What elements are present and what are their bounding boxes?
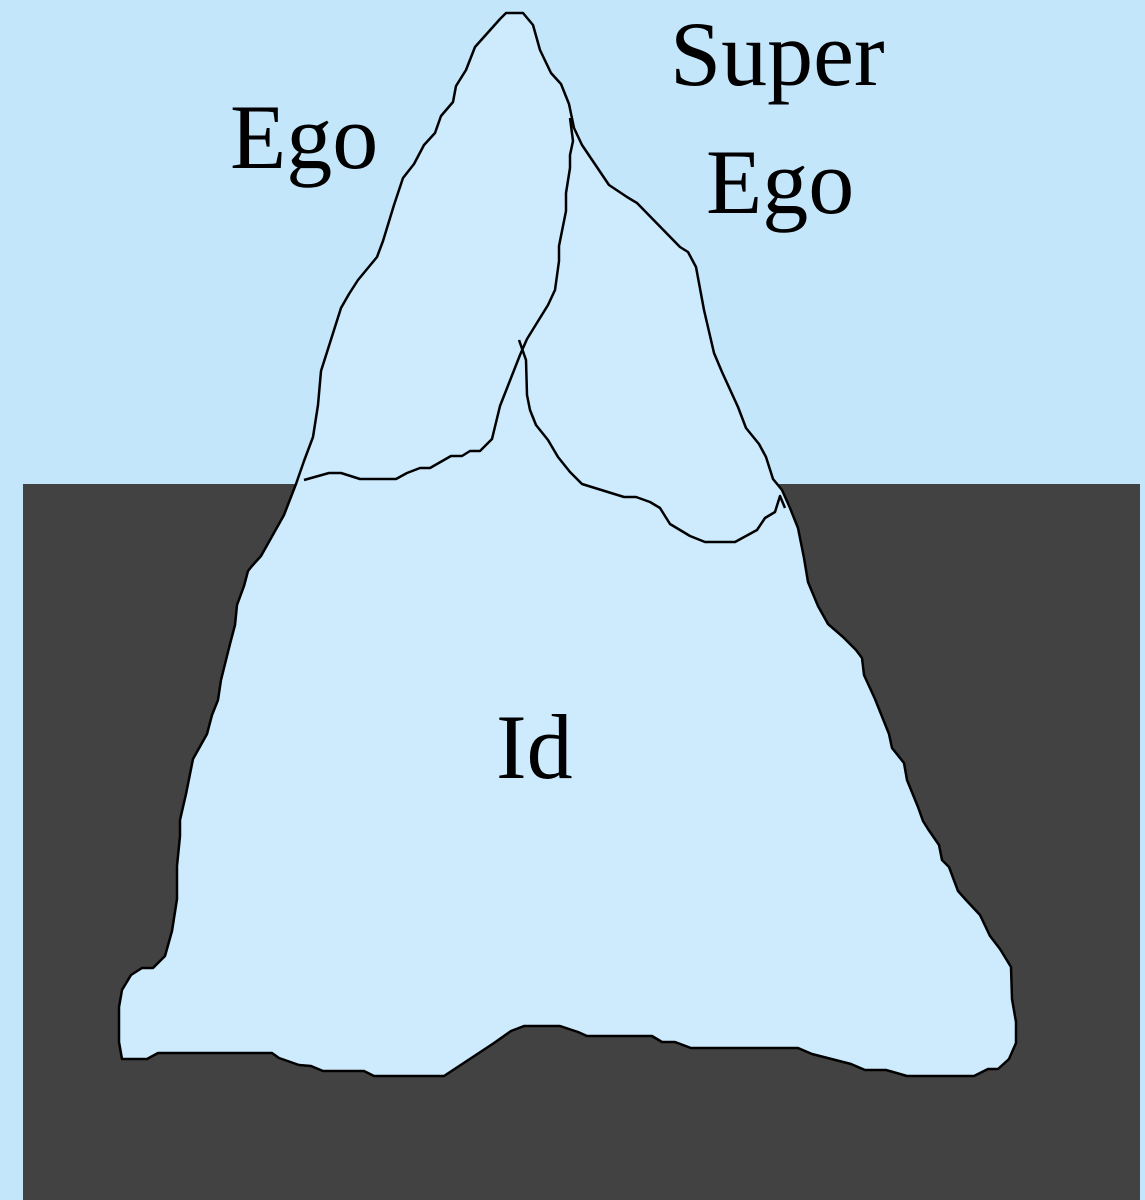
super-ego-label: Ego <box>706 131 854 233</box>
super-label: Super <box>670 3 885 105</box>
ego-label: Ego <box>230 86 378 188</box>
id-label: Id <box>496 696 573 798</box>
